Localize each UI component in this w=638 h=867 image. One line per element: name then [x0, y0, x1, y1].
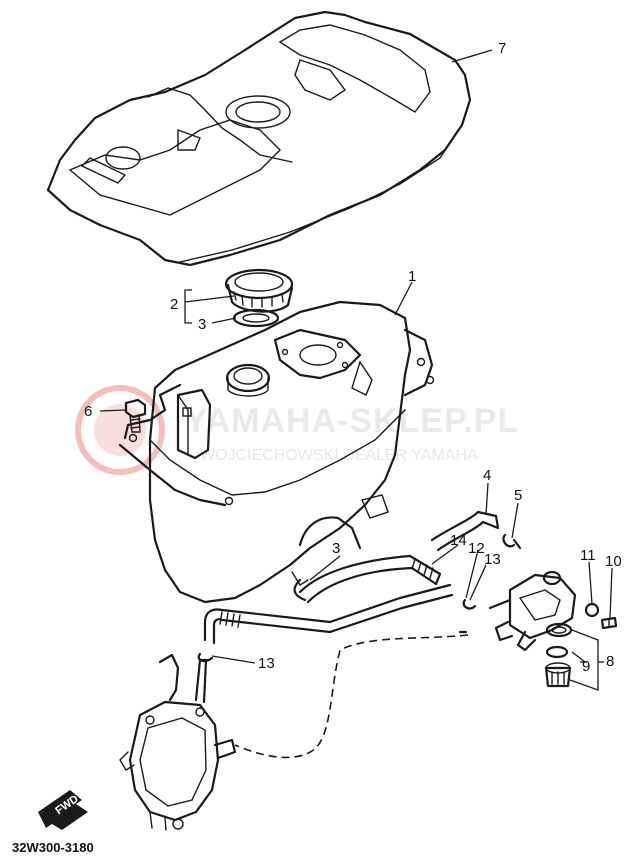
- part-cap-gasket: [232, 308, 280, 328]
- part-seat-cover: [46, 10, 472, 267]
- callout-9: 9: [582, 658, 590, 675]
- part-fuel-hose: [298, 554, 442, 604]
- callout-11: 11: [580, 547, 596, 564]
- callout-13-carb: 13: [258, 655, 275, 672]
- watermark-brand: YAMAHA-SKLEP.PL: [185, 402, 519, 440]
- callouts: 7 1 2 3 6 4 5 3 14 12 13 11 10 8 9 13: [84, 40, 622, 675]
- watermark-subtitle: WOJCIECHOWSKI DEALER YAMAHA: [200, 447, 478, 464]
- callout-7: 7: [498, 40, 506, 57]
- watermark-logo-core: [94, 404, 146, 456]
- part-fuel-cap: [224, 268, 294, 313]
- callout-13-tap: 13: [484, 551, 501, 568]
- callout-3-cap: 3: [198, 316, 206, 333]
- leader-lines: [99, 49, 613, 691]
- callout-1: 1: [408, 268, 416, 285]
- callout-12: 12: [468, 540, 485, 557]
- part-bolt: [124, 398, 147, 433]
- part-carb-hose: [203, 583, 469, 759]
- watermark-logo-ring: [75, 385, 165, 475]
- diagram-part-number: 32W300-3180: [12, 840, 94, 855]
- part-fuel-tank: [118, 300, 435, 604]
- callout-10: 10: [605, 553, 622, 570]
- callout-4: 4: [483, 467, 491, 484]
- callout-6: 6: [84, 403, 92, 420]
- part-hose-to-tap: [293, 510, 500, 602]
- part-hose-clips: [197, 533, 522, 663]
- callout-3-hose: 3: [332, 540, 340, 557]
- part-fuel-tap: [488, 570, 618, 688]
- callout-2: 2: [170, 296, 178, 313]
- part-carburetor: [119, 653, 237, 831]
- callout-8: 8: [606, 653, 614, 670]
- callout-5: 5: [514, 487, 522, 504]
- fwd-arrow-icon: FWD: [38, 790, 88, 830]
- callout-14: 14: [450, 532, 467, 549]
- watermark: YAMAHA-SKLEP.PL WOJCIECHOWSKI DEALER YAM…: [75, 385, 519, 475]
